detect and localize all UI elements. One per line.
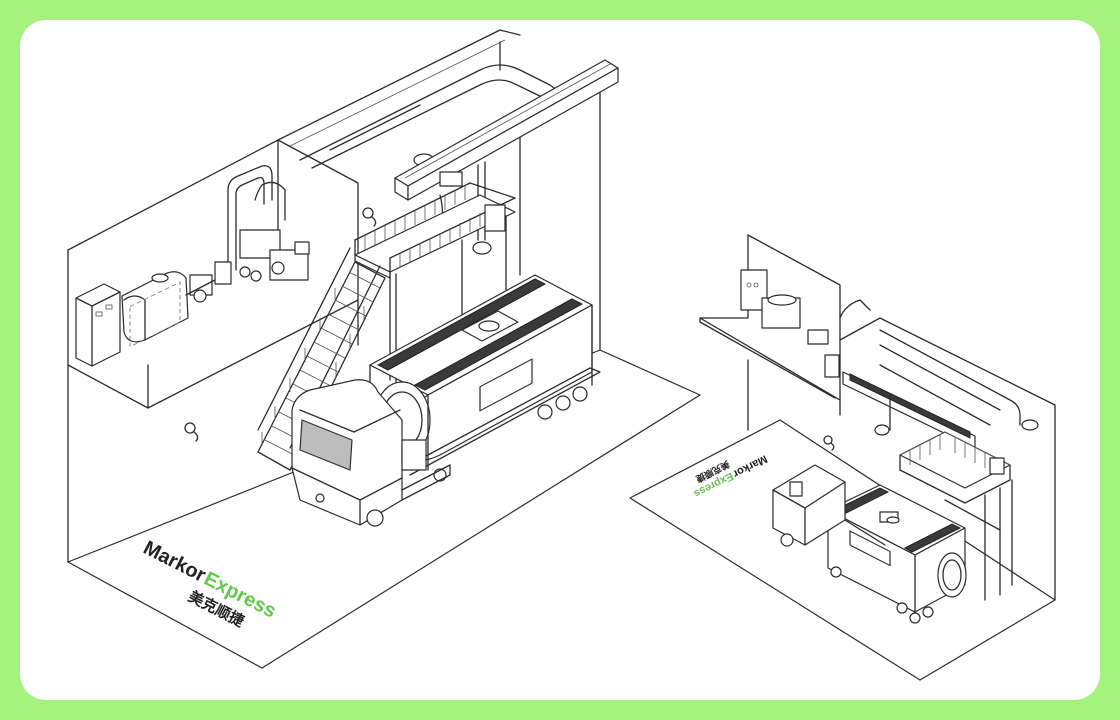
large-facility: Markor Express 美克顺捷 bbox=[67, 29, 701, 669]
diagram-card: Markor Express 美克顺捷 bbox=[20, 20, 1100, 700]
lamp-icon bbox=[184, 207, 377, 442]
small-tank-container bbox=[827, 484, 967, 624]
truck-cab bbox=[291, 379, 451, 527]
room-equipment bbox=[75, 165, 310, 367]
isometric-diagram: Markor Express 美克顺捷 bbox=[67, 29, 1056, 681]
small-platform bbox=[899, 431, 1013, 601]
small-truck bbox=[772, 464, 886, 547]
loading-platform bbox=[354, 182, 516, 383]
small-lamp-icon bbox=[823, 435, 835, 451]
gantry-rail bbox=[394, 59, 619, 255]
small-pipes bbox=[842, 329, 1039, 449]
small-facility: Markor Express 美克顺捷 bbox=[629, 234, 1056, 681]
small-room-equipment bbox=[740, 269, 871, 378]
